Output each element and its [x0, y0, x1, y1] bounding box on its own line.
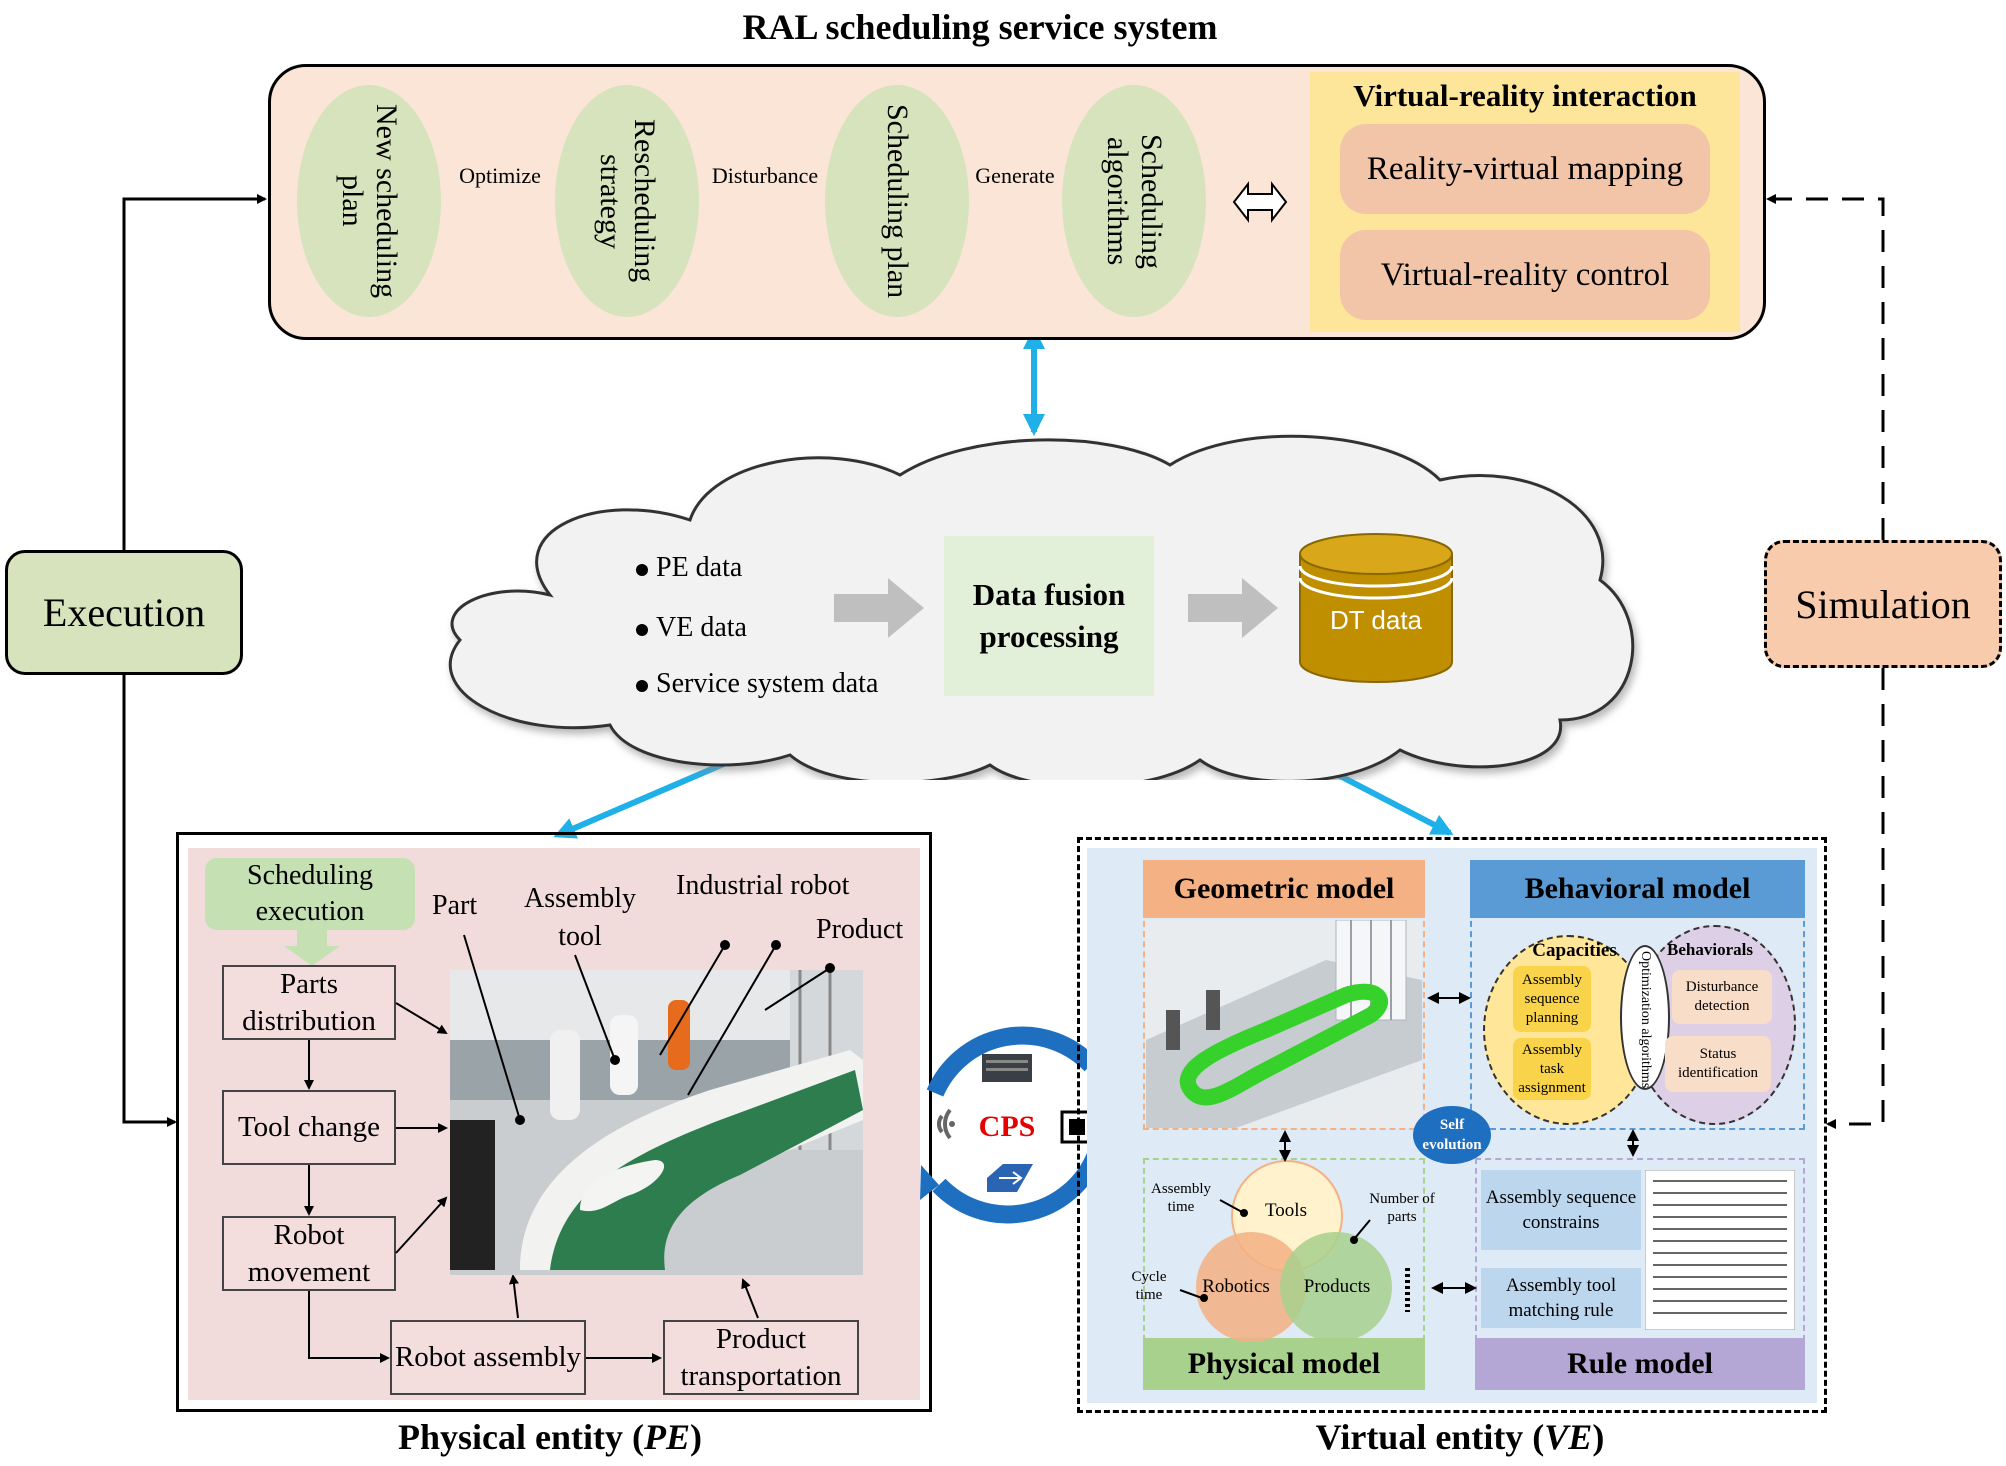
- label-industrial-robot: Industrial robot: [676, 870, 850, 901]
- node-label: Rescheduling strategy: [594, 119, 661, 283]
- self-evolution-badge: Self evolution: [1413, 1106, 1491, 1164]
- flow-parts-distribution: Parts distribution: [222, 965, 396, 1040]
- physical-model-header: Physical model: [1143, 1338, 1425, 1390]
- assembly-line-photo: [450, 970, 863, 1275]
- node-label: Scheduling plan: [881, 103, 914, 299]
- bullet-icon: [636, 623, 648, 636]
- label-product: Product: [816, 914, 904, 945]
- cycle-time-label: Cycle time: [1131, 1269, 1167, 1303]
- venn-pointers: [1179, 1199, 1410, 1312]
- cloud-item-pe-data: PE data: [636, 552, 742, 584]
- flow-robot-assembly: Robot assembly: [390, 1320, 586, 1395]
- venn-robotics-label: Robotics: [1202, 1276, 1270, 1297]
- cloud-item-label: PE data: [656, 552, 743, 583]
- behavioral-item: Disturbance detection: [1672, 970, 1772, 1024]
- cloud-item-label: VE data: [656, 612, 747, 643]
- scheduling-execution-box: Scheduling execution: [205, 858, 415, 930]
- venn-tools-label: Tools: [1265, 1200, 1307, 1221]
- down-arrow-icon: [284, 930, 340, 966]
- execution-connector: [122, 194, 267, 1127]
- vr-interaction-title: Virtual-reality interaction: [1353, 78, 1697, 113]
- label-disturbance: Disturbance: [711, 163, 819, 188]
- network-switch-icon: [987, 1164, 1033, 1192]
- rule-matrix-icon: [1645, 1170, 1795, 1330]
- behavioral-item: Status identification: [1665, 1036, 1771, 1092]
- behavioral-model-header: Behavioral model: [1470, 860, 1805, 918]
- ve-internal-arrows: [1279, 992, 1639, 1294]
- cloud-item-label: Service system data: [656, 668, 879, 699]
- photo-pointers: [463, 934, 835, 1125]
- bullet-icon: [636, 679, 648, 692]
- flow-robot-movement: Robot movement: [222, 1216, 396, 1291]
- label-optimize: Optimize: [459, 163, 541, 188]
- virtual-reality-control: Virtual-reality control: [1340, 230, 1710, 320]
- wireless-icon: [937, 1108, 955, 1140]
- node-label: Scheduling algorithms: [1101, 133, 1168, 269]
- virtual-entity-caption: Virtual entity (VE): [1160, 1416, 1760, 1458]
- geometric-model-header: Geometric model: [1143, 860, 1425, 918]
- caption-close: ): [690, 1417, 702, 1457]
- flow-product-transportation: Product transportation: [663, 1320, 859, 1395]
- cloud-item-ve-data: VE data: [636, 612, 747, 644]
- simulation-box: Simulation: [1764, 540, 2002, 668]
- dt-data-label: DT data: [1329, 605, 1422, 635]
- reality-virtual-mapping: Reality-virtual mapping: [1340, 124, 1710, 214]
- database-icon: [1298, 533, 1454, 683]
- virtual-entity-frame: [1077, 837, 1827, 1413]
- optimization-lens: [1620, 945, 1670, 1090]
- physical-entity-frame: [176, 832, 932, 1412]
- cps-label: CPS: [978, 1110, 1036, 1143]
- assembly-time-label: Assembly time: [1151, 1181, 1211, 1215]
- behaviorals-title: Behaviorals: [1667, 940, 1753, 959]
- diagram-title: RAL scheduling service system: [742, 7, 1218, 47]
- caption-text: Virtual entity (: [1315, 1417, 1545, 1457]
- rule-sequence-constrains: Assembly sequence constrains: [1481, 1170, 1641, 1250]
- venn-products-circle: [1280, 1232, 1392, 1342]
- gray-arrow-icon: [1188, 578, 1278, 638]
- server-icon: [982, 1054, 1032, 1082]
- node-label: New scheduling plan: [336, 103, 403, 299]
- caption-abbrev: VE: [1544, 1417, 1593, 1457]
- data-fusion-box: Data fusion processing: [944, 536, 1154, 696]
- bidirectional-arrow-icon: [1232, 181, 1288, 223]
- caption-text: Physical entity (: [398, 1417, 644, 1457]
- capacities-title: Capacities: [1532, 940, 1617, 961]
- rule-tool-matching: Assembly tool matching rule: [1481, 1268, 1641, 1328]
- label-part: Part: [432, 890, 478, 921]
- label-generate: Generate: [975, 163, 1055, 188]
- flow-tool-change: Tool change: [222, 1090, 396, 1165]
- node-scheduling-plan: Scheduling plan: [825, 85, 969, 317]
- node-scheduling-algorithms: Scheduling algorithms: [1062, 85, 1206, 317]
- physical-entity-caption: Physical entity (PE): [250, 1416, 850, 1458]
- execution-box: Execution: [5, 550, 243, 675]
- gray-arrow-icon: [834, 578, 924, 638]
- caption-abbrev: PE: [643, 1417, 690, 1457]
- simulation-connector: [1766, 194, 1885, 1129]
- capacity-item: Assembly task assignment: [1513, 1038, 1591, 1100]
- cloud-item-service-data: Service system data: [636, 668, 878, 700]
- geometric-model-render: [1146, 920, 1422, 1128]
- optimization-label: Optimization algorithms: [1638, 951, 1653, 1089]
- capacity-item: Assembly sequence planning: [1513, 966, 1591, 1032]
- rule-model-header: Rule model: [1475, 1338, 1805, 1390]
- node-rescheduling-strategy: Rescheduling strategy: [555, 85, 699, 317]
- venn-products-label: Products: [1303, 1276, 1371, 1297]
- flow-arrows: [304, 1002, 759, 1363]
- label-assembly-tool: Assembly tool: [524, 883, 636, 952]
- bullet-icon: [636, 563, 648, 576]
- node-new-scheduling-plan: New scheduling plan: [297, 85, 441, 317]
- caption-close: ): [1592, 1417, 1605, 1457]
- number-of-parts-label: Number of parts: [1369, 1191, 1435, 1225]
